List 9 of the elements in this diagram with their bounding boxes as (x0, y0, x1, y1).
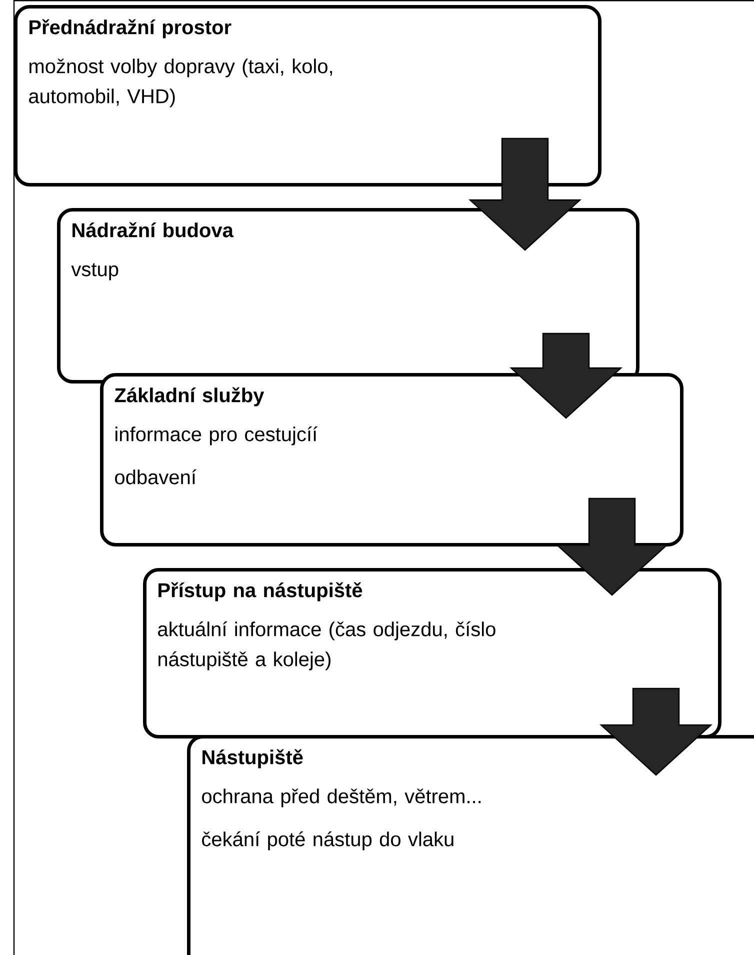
process-box: Nástupiště ochrana před deštěm, větrem... čekání poté nástup do vlaku (187, 735, 754, 955)
process-box: Přístup na nástupiště aktuální informace (čas odjezdu, číslo nástupiště a koleje) (143, 568, 722, 738)
block-arrow (509, 332, 623, 419)
process-box: Přednádražní prostor možnost volby dopravy (taxi, kolo, automobil, VHD) (14, 5, 602, 186)
block-arrow (555, 498, 669, 596)
process-box: Základní služby informace pro cestujcíí odbavení (100, 373, 684, 546)
process-box: Nádražní budova vstup (57, 208, 640, 384)
block-arrow (468, 138, 582, 251)
block-arrow (599, 688, 713, 776)
